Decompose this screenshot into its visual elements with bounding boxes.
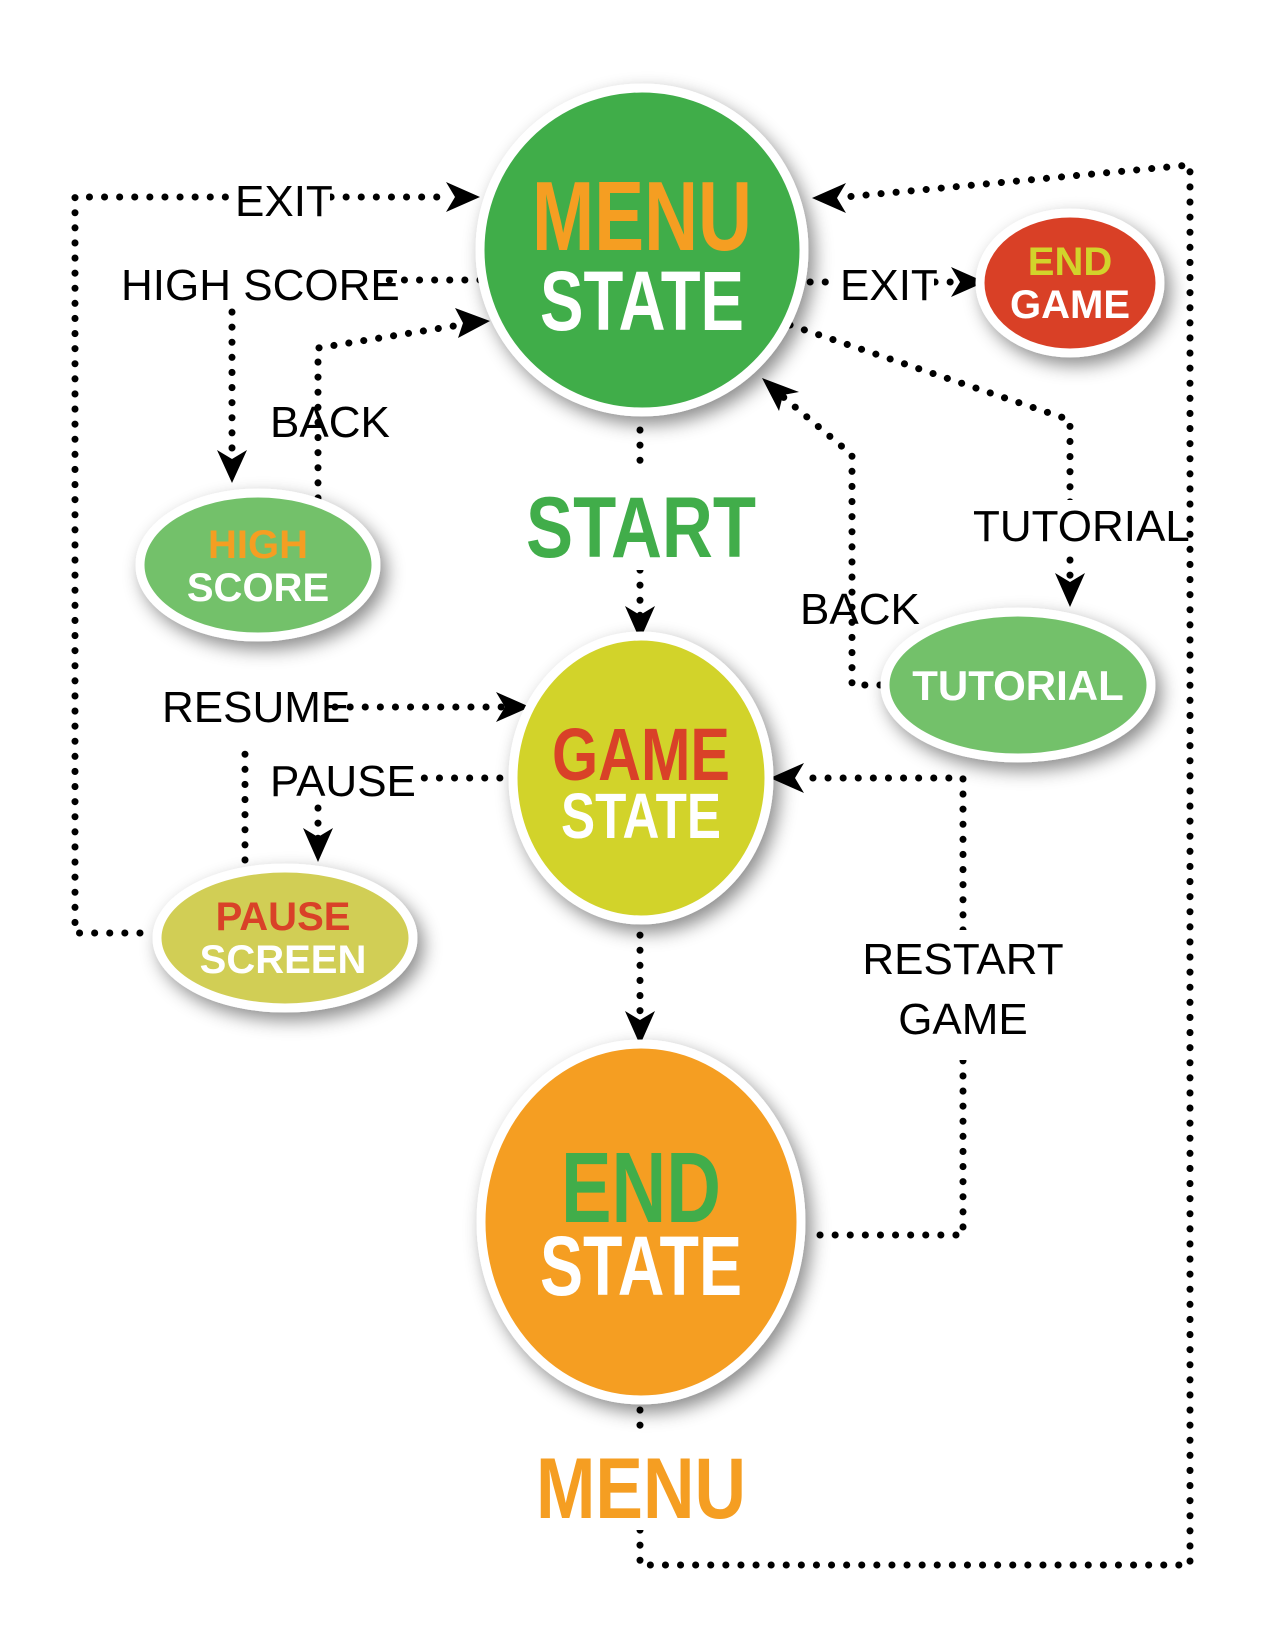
- arrow-game-to-end: [625, 1011, 655, 1045]
- label-menu: MENU: [536, 1441, 746, 1537]
- label-exit-right: EXIT: [840, 261, 938, 310]
- edges: [71, 161, 1194, 1569]
- node-high-score: HIGH SCORE: [135, 488, 381, 642]
- node-game-state: GAME STATE: [508, 631, 774, 925]
- label-exit-left: EXIT: [235, 177, 333, 226]
- arrow-pause: [303, 828, 333, 862]
- pause-screen-line1: PAUSE: [216, 895, 351, 939]
- node-menu-state: MENU STATE: [475, 83, 809, 417]
- high-score-line1: HIGH: [208, 523, 308, 567]
- end-game-line1: END: [1028, 240, 1112, 284]
- edge-restart: [816, 1056, 967, 1239]
- node-end-game: END GAME: [975, 208, 1165, 358]
- game-state-line2: STATE: [561, 780, 721, 852]
- edge-menu-loop: [636, 161, 1194, 1569]
- menu-state-circle: [475, 83, 809, 417]
- big-labels: START MENU: [525, 480, 760, 1537]
- end-game-line2: GAME: [1010, 283, 1130, 327]
- high-score-line2: SCORE: [187, 566, 329, 610]
- label-high-score: HIGH SCORE: [121, 261, 400, 310]
- label-back-high-score: BACK: [270, 398, 390, 447]
- node-end-state: END STATE: [476, 1039, 806, 1405]
- arrow-tutorial: [1055, 573, 1085, 607]
- pause-screen-ellipse: [152, 863, 418, 1013]
- edge-back-tutorial: [771, 386, 884, 689]
- label-start: START: [526, 480, 756, 576]
- edge-tutorial: [786, 321, 1074, 509]
- menu-state-line2: STATE: [540, 254, 744, 348]
- edge-back-high-score: [314, 321, 464, 502]
- arrow-back-tutorial: [762, 378, 799, 411]
- end-game-ellipse: [975, 208, 1165, 358]
- label-back-tutorial: BACK: [800, 585, 920, 634]
- high-score-ellipse: [135, 488, 381, 642]
- label-resume: RESUME: [162, 683, 350, 732]
- label-restart-line2: GAME: [898, 995, 1028, 1044]
- edge-exit-left: [71, 193, 449, 937]
- arrow-exit-left: [446, 182, 480, 212]
- label-restart-line1: RESTART: [862, 935, 1063, 984]
- arrow-restart: [770, 763, 804, 793]
- arrow-resume: [496, 692, 530, 722]
- label-tutorial: TUTORIAL: [973, 502, 1190, 551]
- pause-screen-line2: SCREEN: [200, 938, 367, 982]
- tutorial-line1: TUTORIAL: [912, 662, 1124, 709]
- game-state-line1: GAME: [552, 713, 730, 796]
- menu-state-line1: MENU: [532, 161, 752, 271]
- game-state-ellipse: [508, 631, 774, 925]
- arrow-high-score: [217, 450, 247, 483]
- arrowheads: [217, 182, 1085, 1045]
- end-state-line2: STATE: [540, 1219, 742, 1313]
- node-pause-screen: PAUSE SCREEN: [152, 863, 418, 1013]
- arrow-menu: [812, 183, 846, 213]
- node-tutorial: TUTORIAL: [880, 607, 1156, 763]
- arrow-exit-right: [951, 267, 985, 297]
- arrow-back-high-score: [455, 308, 490, 338]
- tutorial-ellipse: [880, 607, 1156, 763]
- edge-restart-up: [801, 774, 967, 934]
- label-pause: PAUSE: [270, 757, 416, 806]
- edge-labels: EXIT HIGH SCORE BACK EXIT TUTORIAL BACK …: [118, 172, 1190, 1060]
- end-state-line1: END: [561, 1132, 721, 1244]
- arrow-start: [625, 606, 655, 640]
- end-state-ellipse: [476, 1039, 806, 1405]
